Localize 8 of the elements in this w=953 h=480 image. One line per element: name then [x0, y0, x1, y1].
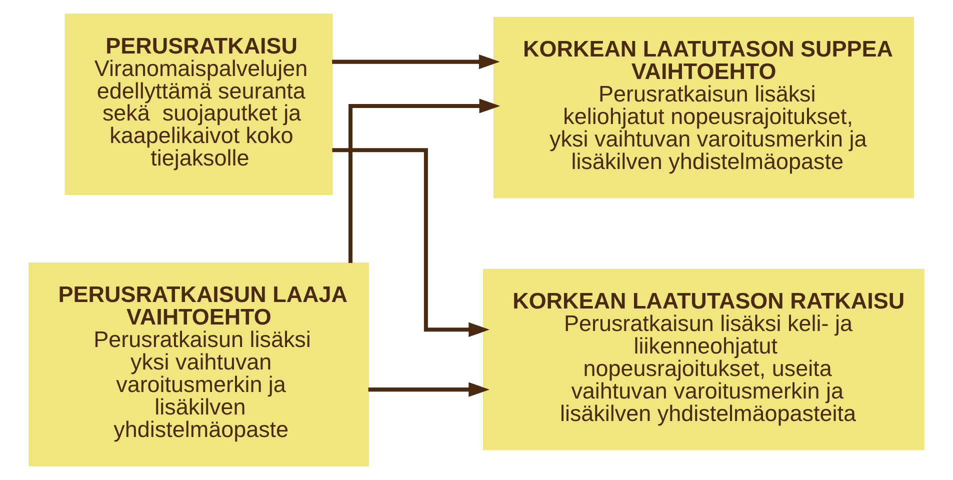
node-box: KORKEAN LAATUTASON SUPPEA VAIHTOEHTO Perusratkaisun lisäksi keliohjatut nopeusrajoitukset, yksi vaihtuvan varoitusmerkin ja lisäkilven yhdistelmäopaste: [493, 16, 914, 198]
node-box: PERUSRATKAISU Viranomaispalvelujen edellyttämä seuranta sekä suojaputket ja kaapelikaivot koko tiejaksolle: [64, 14, 333, 196]
arrow: [368, 382, 490, 397]
node-box: PERUSRATKAISUN LAAJA VAIHTOEHTO Perusratkaisun lisäksi yksi vaihtuvan varoitusmerkin ja lisäkilven yhdistelmäopaste: [28, 262, 369, 466]
arrow: [332, 148, 490, 337]
node-box: KORKEAN LAATUTASON RATKAISU Perusratkaisun lisäksi keli- ja liikenneohjatut nopeusrajoitukset, useita vaihtuvan varoitusmerkin ja lisäkilven yhdistelmäopasteita: [482, 268, 924, 450]
arrow: [332, 54, 500, 70]
arrow: [348, 98, 500, 263]
